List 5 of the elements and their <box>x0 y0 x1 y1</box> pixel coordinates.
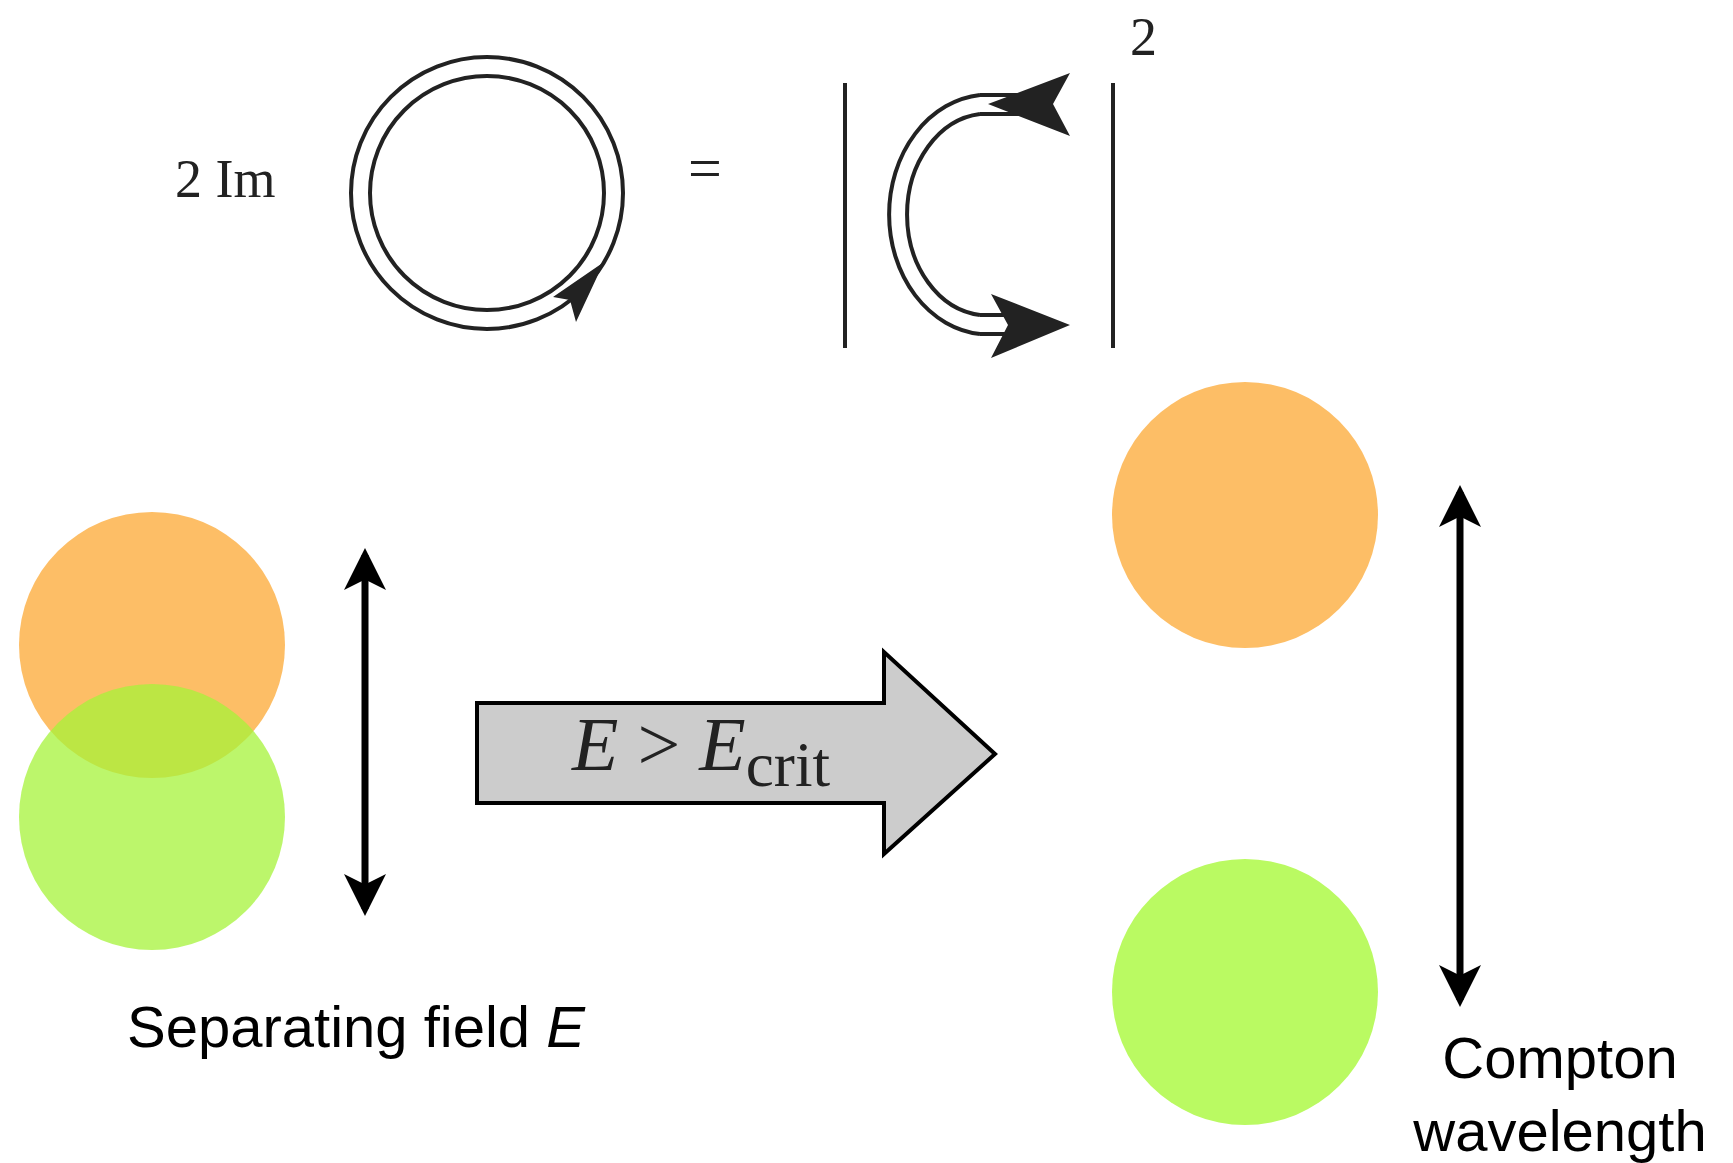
wavelength-caption: Compton wavelength <box>1412 1024 1708 1163</box>
equals-sign: = <box>688 138 722 198</box>
exponent-text: 2 <box>1130 10 1157 64</box>
condition-text: E > E$_{crit}$ <box>572 706 831 798</box>
formula-text: 2 Im <box>175 152 276 206</box>
